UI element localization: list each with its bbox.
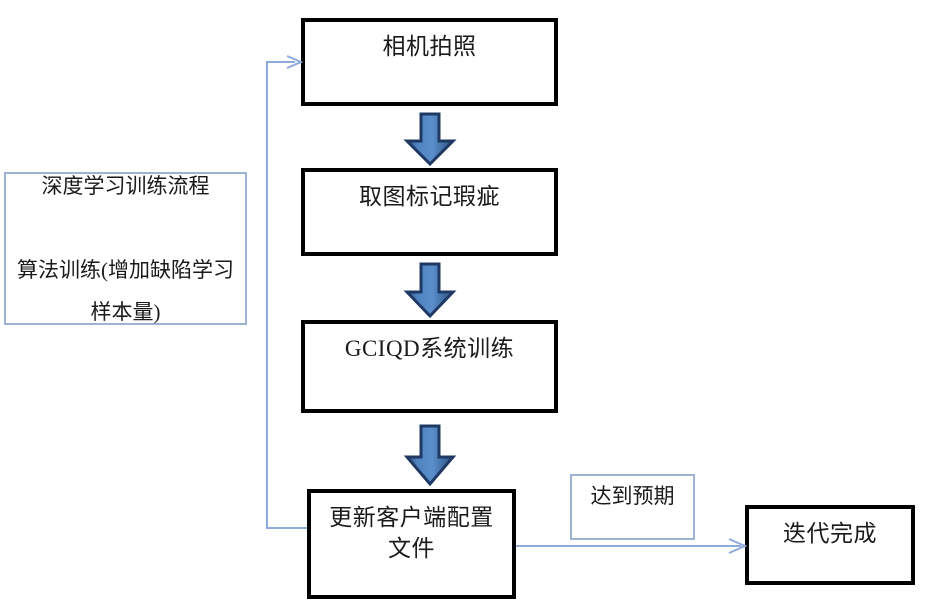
process-box-iteration-done[interactable]: 迭代完成 [745,505,915,585]
process-box-mark-defects[interactable]: 取图标记瑕疵 [301,168,558,256]
note-box-training-process-label: 深度学习训练流程 算法训练(增加缺陷学习样本量) [17,173,234,324]
note-box-training-process: 深度学习训练流程 算法训练(增加缺陷学习样本量) [4,172,247,325]
process-box-mark-defects-label: 取图标记瑕疵 [359,184,500,209]
process-box-gciqd-training-label: GCIQD系统训练 [344,336,515,361]
process-box-update-client-label: 更新客户端配置 文件 [329,505,494,561]
process-box-iteration-done-label: 迭代完成 [783,521,877,546]
process-box-update-client[interactable]: 更新客户端配置 文件 [307,489,516,599]
process-box-gciqd-training[interactable]: GCIQD系统训练 [301,320,558,413]
block-arrow-down-mark-to-gciqd [403,262,457,318]
note-box-expected-result-label: 达到预期 [590,484,675,508]
block-arrow-down-gciqd-to-update [403,424,457,486]
note-box-expected-result: 达到预期 [570,474,695,540]
block-arrow-down-camera-to-mark [403,112,457,166]
process-box-camera-label: 相机拍照 [382,34,477,59]
